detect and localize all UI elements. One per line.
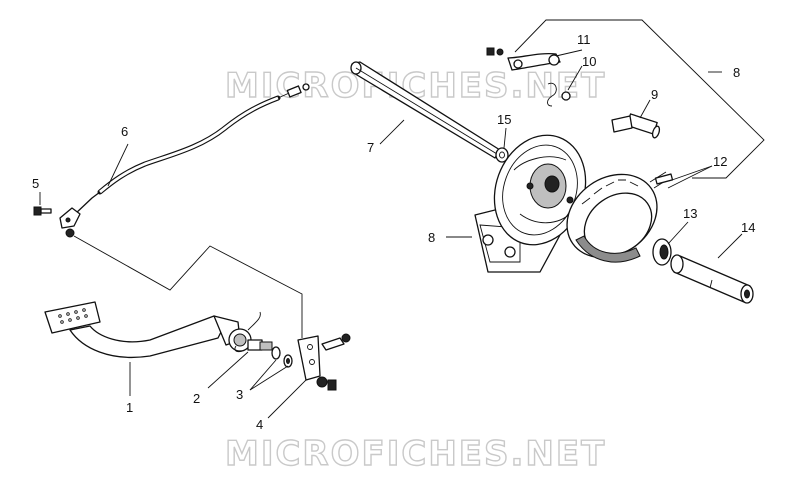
callout-2: 2 bbox=[193, 391, 200, 406]
callout-8a: 8 bbox=[428, 230, 435, 245]
brake-plate bbox=[474, 134, 587, 273]
lever-bracket bbox=[297, 333, 351, 391]
watermark-bottom: MICROFICHES.NET bbox=[225, 434, 606, 474]
callout-6: 6 bbox=[121, 124, 128, 139]
callout-4: 4 bbox=[256, 417, 263, 432]
spring-10 bbox=[547, 82, 571, 107]
callout-10: 10 bbox=[582, 54, 596, 69]
axle-sleeve-14 bbox=[670, 254, 754, 304]
brake-cable bbox=[59, 83, 310, 229]
callout-14: 14 bbox=[741, 220, 755, 235]
pedal-spring bbox=[234, 311, 273, 353]
washer-15 bbox=[495, 147, 509, 163]
leader-lines bbox=[39, 49, 743, 419]
callout-13: 13 bbox=[683, 206, 697, 221]
lever-arm-11 bbox=[486, 47, 561, 71]
brake-pedal bbox=[44, 301, 252, 358]
callout-1: 1 bbox=[126, 400, 133, 415]
group-bracket-8 bbox=[514, 19, 765, 179]
callout-11: 11 bbox=[577, 32, 591, 47]
routing-line bbox=[73, 235, 303, 338]
bearing-13 bbox=[652, 238, 672, 266]
washers bbox=[271, 346, 293, 368]
bolt-5 bbox=[33, 206, 75, 238]
callout-5: 5 bbox=[32, 176, 39, 191]
callout-12: 12 bbox=[713, 154, 727, 169]
callout-9: 9 bbox=[651, 87, 658, 102]
callout-7: 7 bbox=[367, 140, 374, 155]
brake-shoes bbox=[566, 171, 674, 263]
cam-pin-9 bbox=[611, 113, 661, 139]
callout-3: 3 bbox=[236, 387, 243, 402]
callout-8b: 8 bbox=[733, 65, 740, 80]
callout-15: 15 bbox=[497, 112, 511, 127]
